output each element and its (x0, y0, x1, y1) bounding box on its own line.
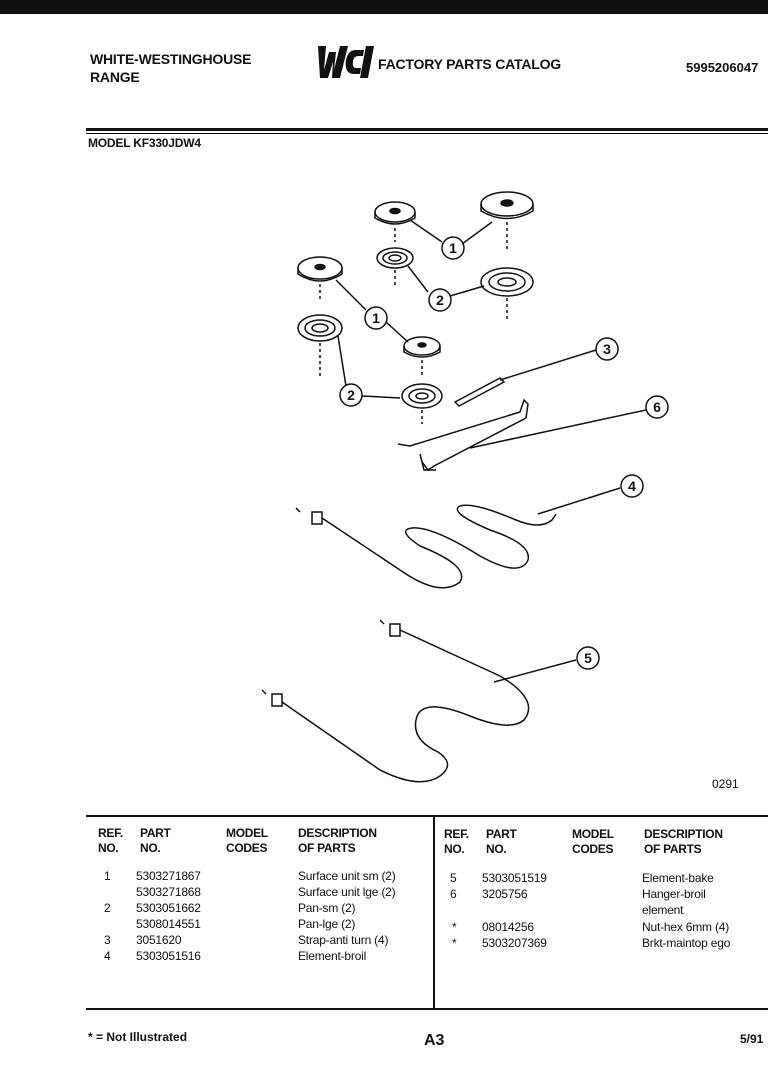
header-ref: REF.NO. (98, 826, 123, 855)
surface-unit-small-front (403, 336, 441, 375)
part-description: Element-bake (642, 871, 714, 885)
part-description: Nut-hex 6mm (4) (642, 920, 730, 934)
callout-2-front: 2 (347, 387, 355, 403)
product-type: RANGE (90, 69, 140, 85)
drip-pan-large-back (480, 267, 534, 322)
callout-1-back: 1 (449, 240, 457, 256)
footnote: * = Not Illustrated (88, 1030, 188, 1044)
callout-5: 5 (584, 650, 592, 666)
table-divider (433, 817, 435, 1009)
drip-pan-small-front (401, 383, 443, 424)
part-number: 3051620 (136, 933, 182, 947)
callout-2-back: 2 (436, 292, 444, 308)
part-number: 3205756 (482, 887, 528, 901)
table-bottom-rule (86, 1008, 768, 1010)
broil-hanger (397, 398, 647, 472)
header-rule (86, 128, 768, 131)
part-description: Pan-lge (2) (298, 917, 356, 931)
ref-number: * (452, 920, 457, 934)
callout-1-front: 1 (372, 310, 380, 326)
part-description: Element-broil (298, 949, 367, 963)
part-number: 5303051519 (482, 871, 547, 885)
part-description: Brkt-maintop ego (642, 936, 731, 950)
part-description: Hanger-broil (642, 887, 706, 901)
part-number: 5303271867 (136, 869, 201, 883)
parts-diagram: 1 2 1 2 3 6 4 5 (261, 191, 669, 783)
part-description: Strap-anti turn (4) (298, 933, 389, 947)
ref-number: 4 (104, 949, 111, 963)
revision-date: 5/91 (740, 1032, 764, 1046)
part-number: 5303051662 (136, 901, 201, 915)
surface-unit-small-back (374, 201, 416, 242)
part-number: 5303271868 (136, 885, 201, 899)
brand-name: WHITE-WESTINGHOUSE (90, 51, 252, 67)
anti-turn-strap (453, 349, 597, 407)
part-number: 08014256 (482, 920, 534, 934)
callout-4: 4 (628, 478, 636, 494)
bake-element (261, 619, 577, 783)
header-rule-thin (86, 133, 768, 134)
drip-pan-large-front (297, 314, 343, 378)
part-description: Pan-sm (2) (298, 901, 356, 915)
drip-pan-small-back (376, 247, 414, 285)
ref-number: 3 (104, 933, 111, 947)
part-description: Surface unit sm (2) (298, 869, 396, 883)
broil-element (295, 487, 621, 589)
model-number: MODEL KF330JDW4 (88, 136, 201, 150)
brand-block: WHITE-WESTINGHOUSE RANGE (90, 50, 251, 86)
part-number: 5308014551 (136, 917, 201, 931)
surface-unit-large-front (297, 256, 343, 300)
surface-unit-large-back (480, 191, 534, 250)
callout-6: 6 (653, 399, 661, 415)
catalog-number: 5995206047 (686, 60, 759, 75)
table-row: 1 (104, 869, 111, 883)
part-description: element (642, 903, 684, 917)
part-number: 5303051516 (136, 949, 201, 963)
ref-number: 5 (450, 871, 457, 885)
table-top-rule (86, 815, 768, 817)
part-description: Surface unit lge (2) (298, 885, 396, 899)
ref-number: 2 (104, 901, 111, 915)
ref-number: * (452, 936, 457, 950)
part-number: 5303207369 (482, 936, 547, 950)
illustration-code: 0291 (712, 777, 739, 791)
callout-3: 3 (603, 341, 611, 357)
catalog-title: FACTORY PARTS CATALOG (378, 56, 561, 72)
wci-logo (318, 46, 374, 78)
top-border (0, 0, 768, 14)
header-ref-right: REF.NO. (444, 827, 469, 856)
ref-number: 6 (450, 887, 457, 901)
page-number: A3 (424, 1032, 445, 1049)
